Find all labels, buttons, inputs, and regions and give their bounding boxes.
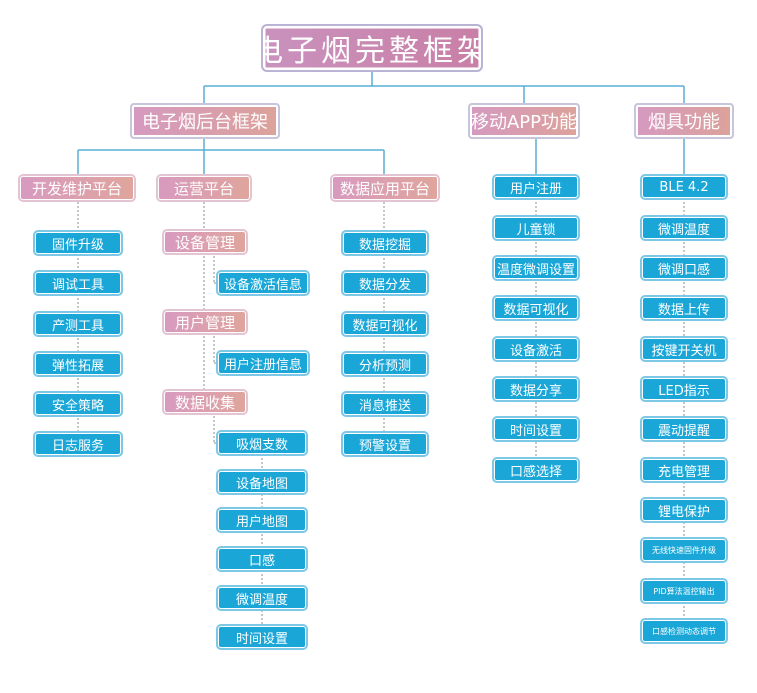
data-app-item: 分析预测 [343, 353, 427, 375]
data-app-item: 数据分发 [343, 272, 427, 294]
device-function-item: 充电管理 [642, 459, 726, 481]
ops-data-collection: 数据收集 [164, 391, 246, 413]
root-node: 电子烟完整框架 [261, 24, 483, 72]
ops-user-management: 用户管理 [164, 311, 246, 333]
category-device: 烟具功能 [634, 103, 734, 139]
ops-user-registration-info: 用户注册信息 [218, 352, 308, 374]
data-collection-item: 用户地图 [218, 509, 306, 531]
data-app-item: 消息推送 [343, 393, 427, 415]
platform-operations: 运营平台 [158, 176, 250, 200]
data-collection-item: 设备地图 [218, 471, 306, 493]
dev-item: 日志服务 [35, 433, 121, 455]
dev-item: 调试工具 [35, 272, 121, 294]
data-app-item: 数据挖掘 [343, 232, 427, 254]
mobile-app-item: 用户注册 [494, 176, 578, 198]
device-function-item: 无线快速固件升级 [642, 539, 726, 561]
mobile-app-item: 时间设置 [494, 418, 578, 440]
device-function-item: PID算法温控输出 [642, 580, 726, 602]
device-function-item: 锂电保护 [642, 499, 726, 521]
dev-item: 安全策略 [35, 393, 121, 415]
data-collection-item: 口感 [218, 548, 306, 570]
platform-dev-maintenance: 开发维护平台 [20, 176, 134, 200]
data-collection-item: 微调温度 [218, 587, 306, 609]
platform-data-application: 数据应用平台 [332, 176, 438, 200]
data-app-item: 预警设置 [343, 433, 427, 455]
category-mobile-app: 移动APP功能 [468, 103, 580, 139]
dev-item: 固件升级 [35, 232, 121, 254]
device-function-item: 震动提醒 [642, 418, 726, 440]
device-function-item: 微调口感 [642, 257, 726, 279]
device-function-item: 数据上传 [642, 297, 726, 319]
device-function-item: 按键开关机 [642, 338, 726, 360]
dev-item: 弹性拓展 [35, 353, 121, 375]
ops-device-activation-info: 设备激活信息 [218, 272, 308, 294]
mobile-app-item: 数据分享 [494, 378, 578, 400]
data-collection-item: 吸烟支数 [218, 432, 306, 454]
mobile-app-item: 设备激活 [494, 338, 578, 360]
data-app-item: 数据可视化 [343, 313, 427, 335]
mobile-app-item: 口感选择 [494, 459, 578, 481]
ops-device-management: 设备管理 [164, 231, 246, 253]
mobile-app-item: 温度微调设置 [494, 257, 578, 279]
device-function-item: 微调温度 [642, 217, 726, 239]
category-backend: 电子烟后台框架 [130, 103, 280, 139]
data-collection-item: 时间设置 [218, 626, 306, 648]
device-function-item: BLE 4.2 [642, 176, 726, 198]
dev-item: 产测工具 [35, 313, 121, 335]
device-function-item: 口感检测动态调节 [642, 620, 726, 642]
mobile-app-item: 数据可视化 [494, 297, 578, 319]
device-function-item: LED指示 [642, 378, 726, 400]
mobile-app-item: 儿童锁 [494, 217, 578, 239]
